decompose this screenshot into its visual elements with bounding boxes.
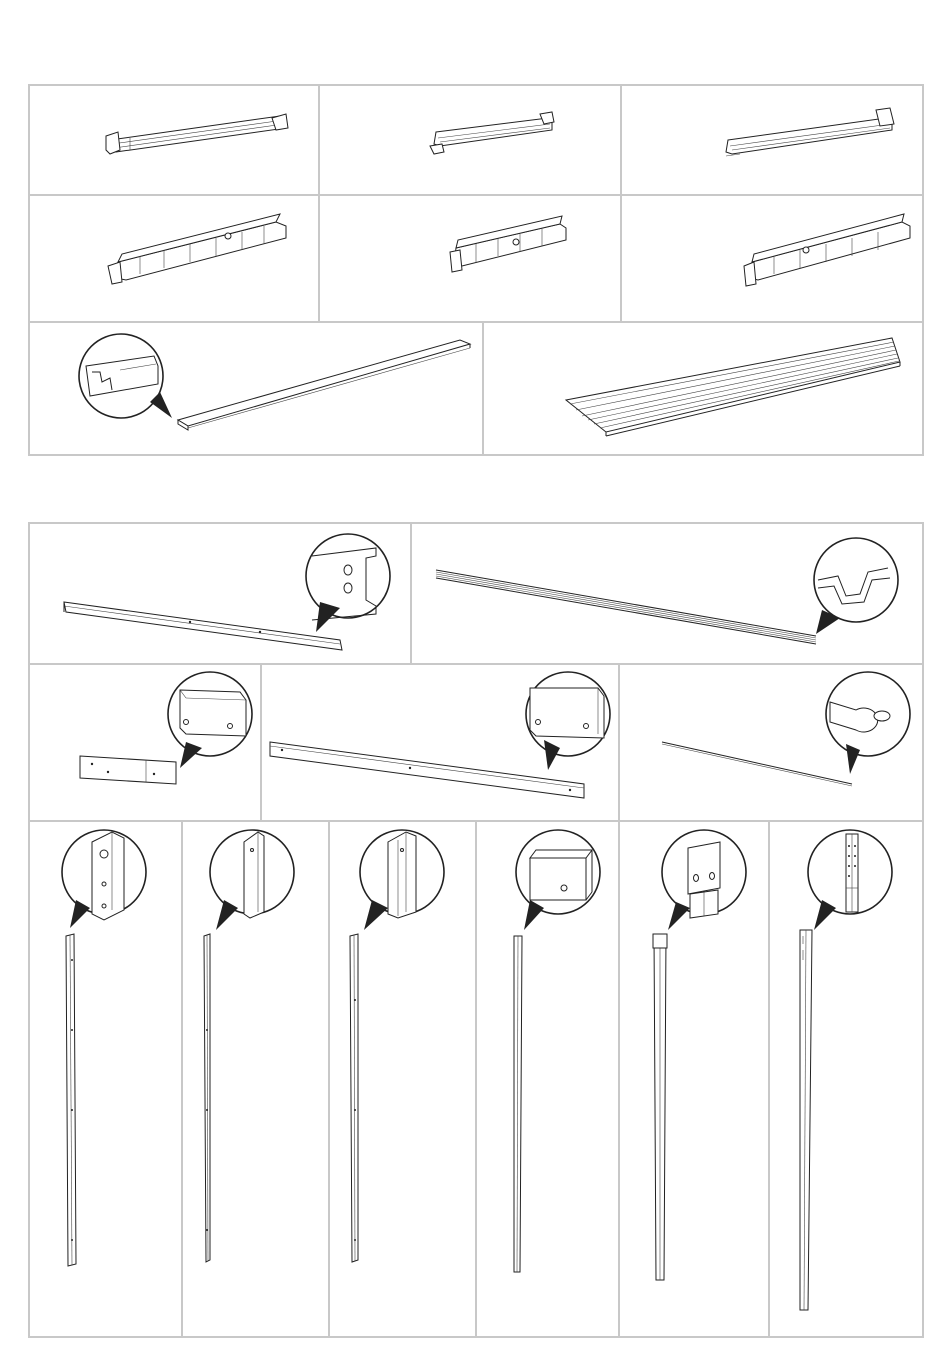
post-drawing xyxy=(800,830,892,1310)
post-drawing xyxy=(204,830,294,1262)
bracket-drawing xyxy=(80,672,252,784)
connector-beam-drawing xyxy=(270,672,610,798)
post-drawing xyxy=(653,830,746,1280)
profile-rail-drawing xyxy=(436,538,898,644)
channel-beam-drawing xyxy=(64,534,390,650)
post-drawing xyxy=(350,830,444,1262)
detail-magnifier xyxy=(814,538,898,622)
post-drawing xyxy=(514,830,600,1272)
detail-magnifier xyxy=(306,534,390,618)
rod-drawing xyxy=(662,672,910,786)
post-drawing xyxy=(62,830,146,1266)
